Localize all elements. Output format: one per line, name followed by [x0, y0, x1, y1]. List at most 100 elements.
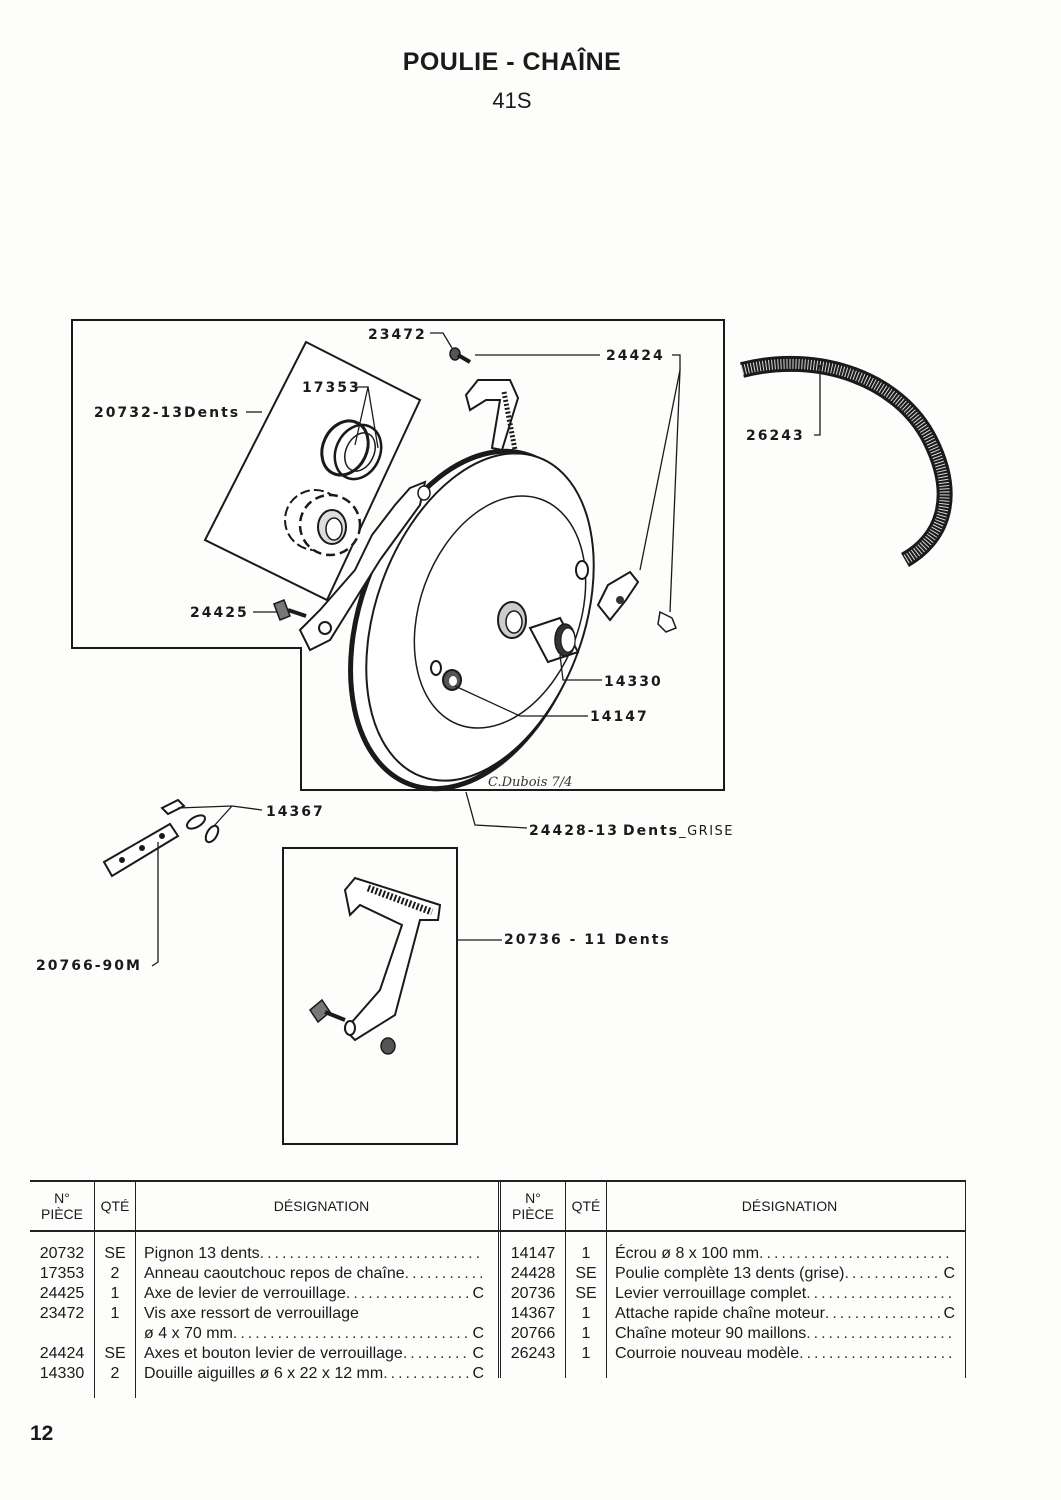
belt-26243: [740, 355, 953, 567]
designation: Anneau caoutchouc repos de chaîne: [144, 1265, 405, 1282]
callout-23472: 23472: [368, 327, 427, 343]
page-title: POULIE - CHAÎNE: [402, 48, 622, 76]
leader-dots: ........................................…: [844, 1265, 942, 1282]
header-quantity: QTÉ: [94, 1181, 136, 1232]
quantity: SE: [565, 1284, 607, 1304]
header-quantity: QTÉ: [565, 1181, 607, 1232]
quantity: 1: [565, 1304, 607, 1324]
leader-dots: ........................................…: [383, 1365, 470, 1382]
lever-20736: [309, 876, 442, 1055]
quantity: 2: [94, 1264, 136, 1284]
leader-dots: ........................................…: [404, 1265, 482, 1282]
part-number: 20732: [30, 1231, 95, 1264]
quantity: SE: [94, 1344, 136, 1364]
designation: Attache rapide chaîne moteur: [615, 1305, 825, 1322]
quantity: 1: [94, 1284, 136, 1304]
part-number: 14147: [499, 1231, 566, 1264]
designation: Pignon 13 dents: [144, 1245, 260, 1262]
part-number: 20736: [499, 1284, 566, 1304]
leader-dots: ........................................…: [806, 1285, 953, 1302]
designation: Vis axe ressort de verrouillage: [144, 1305, 359, 1322]
designation: Chaîne moteur 90 maillons: [615, 1325, 807, 1342]
quantity: SE: [565, 1264, 607, 1284]
lever-inset-frame: [282, 847, 458, 1145]
page-number: 12: [30, 1422, 54, 1445]
header-designation: DÉSIGNATION: [135, 1181, 500, 1232]
lock-lever: [298, 379, 520, 652]
table-row: ø 4 x 70 mm ............................…: [30, 1324, 500, 1344]
availability-code: C: [943, 1265, 955, 1282]
leader-dots: ........................................…: [799, 1345, 953, 1362]
part-number: 14330: [30, 1364, 95, 1398]
callout-14330: 14330: [604, 674, 663, 690]
designation: Axes et bouton levier de verrouillage: [144, 1345, 403, 1362]
designation: Poulie complète 13 dents (grise): [615, 1265, 845, 1282]
part-number: 24424: [30, 1344, 95, 1364]
callout-20736: 20736 - 11 Dents: [504, 932, 671, 948]
artist-signature: C.Dubois 7/4: [488, 775, 572, 790]
rubber-ring-17353: [320, 419, 383, 481]
availability-code: C: [472, 1365, 484, 1382]
callout-24424: 24424: [606, 348, 665, 364]
designation: Douille aiguilles ø 6 x 22 x 12 mm: [144, 1365, 384, 1382]
table-header-row: N°PIÈCE QTÉ DÉSIGNATION: [30, 1181, 500, 1232]
availability-code: C: [943, 1305, 955, 1322]
main-frame: [71, 319, 725, 791]
availability-code: C: [472, 1345, 484, 1362]
callout-26243: 26243: [746, 428, 805, 444]
header-part-number: N°PIÈCE: [30, 1181, 95, 1232]
part-number: [30, 1324, 95, 1344]
part-number: 14367: [499, 1304, 566, 1324]
leader-lines: [151, 332, 821, 967]
callout-20732: 20732-13Dents: [94, 405, 240, 421]
leader-dots: ........................................…: [232, 1325, 471, 1342]
part-number: 24428: [499, 1264, 566, 1284]
callout-14147: 14147: [590, 709, 649, 725]
callout-14367: 14367: [266, 804, 325, 820]
leader-dots: ........................................…: [806, 1325, 953, 1342]
sprocket-inset: [203, 340, 422, 602]
axle-knob-24425: [273, 599, 307, 621]
part-number: 17353: [30, 1264, 95, 1284]
availability-code: C: [472, 1285, 484, 1302]
leader-dots: ........................................…: [259, 1245, 482, 1262]
screw-23472: [449, 347, 472, 364]
nut-14147: [430, 660, 462, 691]
lever-button-24424: [596, 570, 677, 633]
leader-dots: ........................................…: [402, 1345, 471, 1362]
exploded-parts-diagram: 23472 24424 20732-13Dents 17353 26243 24…: [36, 319, 953, 1145]
quantity: 2: [94, 1364, 136, 1398]
callout-17353: 17353: [302, 380, 361, 396]
part-number: 24425: [30, 1284, 95, 1304]
quantity: 1: [94, 1304, 136, 1324]
header-part-number: N°PIÈCE: [499, 1181, 566, 1232]
quantity: 1: [565, 1344, 607, 1378]
availability-code: C: [472, 1325, 484, 1342]
needle-bushing-14330: [528, 616, 580, 664]
designation: Axe de levier de verrouillage: [144, 1285, 346, 1302]
quantity: [94, 1324, 136, 1344]
callout-20766: 20766-90M: [36, 958, 142, 974]
quantity: SE: [94, 1231, 136, 1264]
model-subtitle: 41S: [492, 88, 532, 113]
quantity: 1: [565, 1324, 607, 1344]
designation: Écrou ø 8 x 100 mm: [615, 1245, 760, 1262]
callout-24425: 24425: [190, 605, 249, 621]
part-number: 23472: [30, 1304, 95, 1324]
quick-link-14367: [160, 798, 220, 844]
leader-dots: ........................................…: [824, 1305, 942, 1322]
